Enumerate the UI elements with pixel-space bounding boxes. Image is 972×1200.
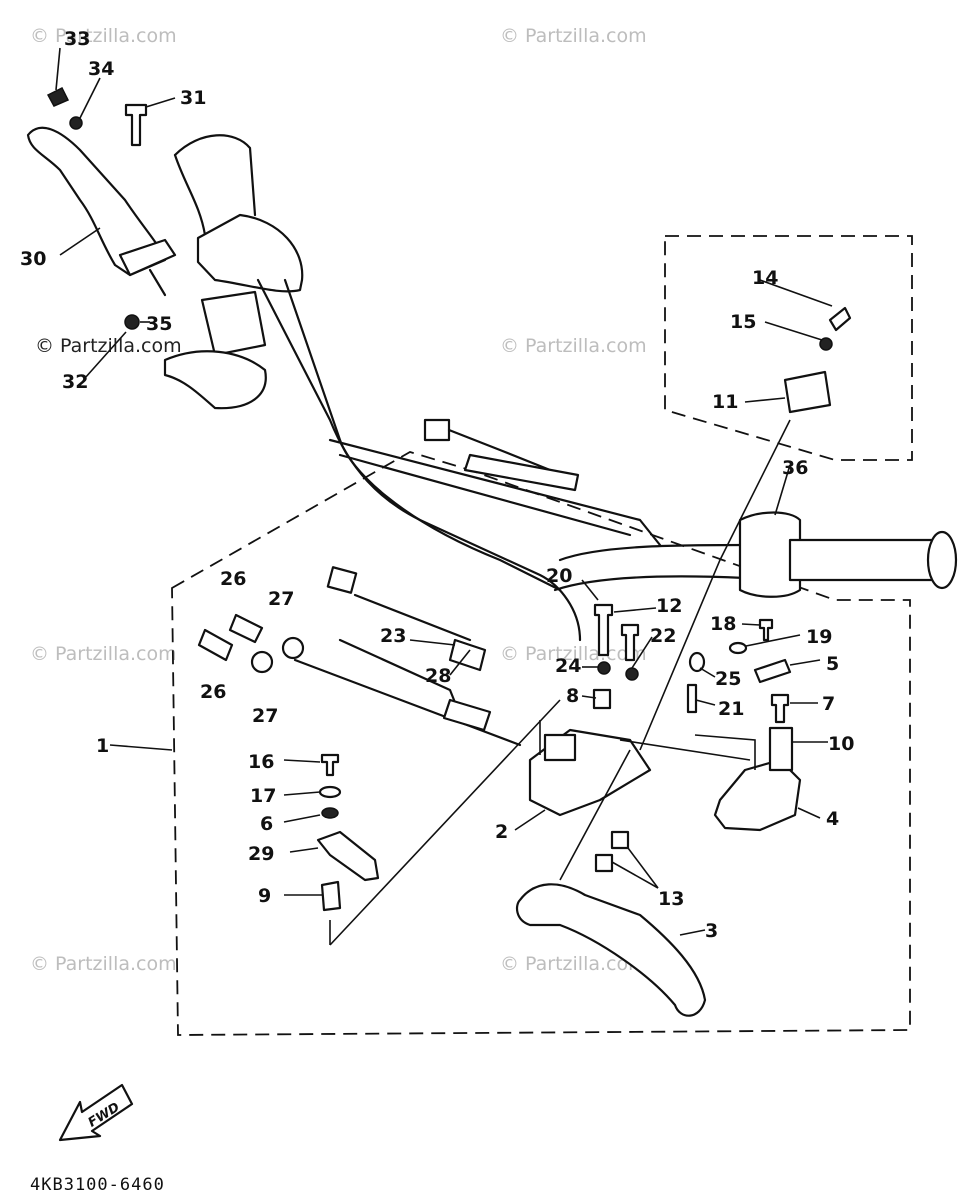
callout-26b: 26 bbox=[200, 681, 226, 703]
callout-25: 25 bbox=[715, 668, 741, 690]
callout-9: 9 bbox=[258, 885, 271, 907]
right-hardware bbox=[686, 618, 802, 832]
assembly-11-boundary bbox=[664, 235, 913, 461]
callout-26a: 26 bbox=[220, 568, 246, 590]
callout-20: 20 bbox=[546, 565, 572, 587]
callout-16: 16 bbox=[248, 751, 274, 773]
watermark: © Partzilla.com bbox=[500, 643, 647, 665]
callout-33: 33 bbox=[64, 28, 90, 50]
callout-23: 23 bbox=[380, 625, 406, 647]
callout-8: 8 bbox=[566, 685, 579, 707]
cable-components bbox=[197, 418, 580, 747]
assembly-boundaries bbox=[171, 235, 913, 1036]
callout-34: 34 bbox=[88, 58, 114, 80]
callout-2: 2 bbox=[495, 821, 508, 843]
callout-27b: 27 bbox=[252, 705, 278, 727]
callout-15: 15 bbox=[730, 311, 756, 333]
watermark: © Partzilla.com bbox=[30, 953, 177, 975]
callout-21: 21 bbox=[718, 698, 744, 720]
assembly-1-boundary bbox=[171, 451, 911, 1036]
callout-5: 5 bbox=[826, 653, 839, 675]
callout-22: 22 bbox=[650, 625, 676, 647]
callout-17: 17 bbox=[250, 785, 276, 807]
callout-11: 11 bbox=[712, 391, 738, 413]
callout-12: 12 bbox=[656, 595, 682, 617]
callout-labels: 33 34 31 30 35 32 14 15 11 36 20 12 22 2… bbox=[20, 28, 854, 942]
fwd-arrow-icon: FWD bbox=[58, 1083, 134, 1142]
callout-7: 7 bbox=[822, 693, 835, 715]
watermark: © Partzilla.com bbox=[500, 25, 647, 47]
callout-24: 24 bbox=[555, 655, 581, 677]
diagram-code: 4KB3100-6460 bbox=[30, 1175, 165, 1195]
callout-29: 29 bbox=[248, 843, 274, 865]
callout-32: 32 bbox=[62, 371, 88, 393]
callout-4: 4 bbox=[826, 808, 839, 830]
callout-28: 28 bbox=[425, 665, 451, 687]
callout-35: 35 bbox=[146, 313, 172, 335]
handlebar bbox=[163, 134, 747, 642]
callout-6: 6 bbox=[260, 813, 273, 835]
callout-18: 18 bbox=[710, 613, 736, 635]
left-lever-assembly bbox=[26, 86, 177, 330]
switch-cover-parts bbox=[783, 306, 852, 414]
callout-3: 3 bbox=[705, 920, 718, 942]
callout-13: 13 bbox=[658, 888, 684, 910]
right-grip-assembly bbox=[738, 511, 958, 598]
callout-30: 30 bbox=[20, 248, 46, 270]
small-hardware bbox=[316, 753, 380, 912]
lever-holder-assembly bbox=[515, 603, 707, 1017]
callout-19: 19 bbox=[806, 626, 832, 648]
watermark: © Partzilla.com bbox=[500, 953, 647, 975]
callout-31: 31 bbox=[180, 87, 206, 109]
callout-1: 1 bbox=[96, 735, 109, 757]
watermark: © Partzilla.com bbox=[30, 643, 177, 665]
callout-27a: 27 bbox=[268, 588, 294, 610]
watermark-dark: © Partzilla.com bbox=[35, 335, 182, 357]
watermarks: © Partzilla.com © Partzilla.com © Partzi… bbox=[30, 25, 647, 975]
watermark: © Partzilla.com bbox=[500, 335, 647, 357]
watermark: © Partzilla.com bbox=[30, 25, 177, 47]
callout-14: 14 bbox=[752, 267, 778, 289]
callout-36: 36 bbox=[782, 457, 808, 479]
leader-lines bbox=[55, 47, 833, 946]
callout-10: 10 bbox=[828, 733, 854, 755]
